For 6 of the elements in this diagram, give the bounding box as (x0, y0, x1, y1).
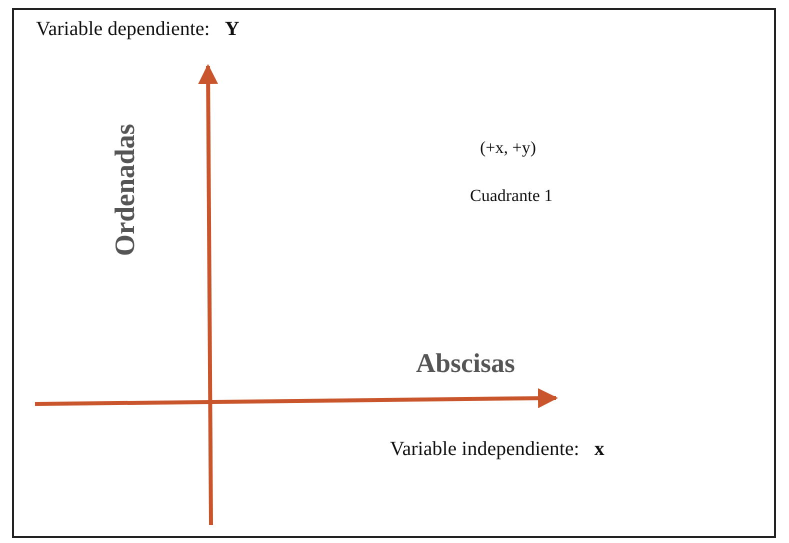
axis-title: Abscisas (416, 348, 516, 379)
axis-caption: Variable dependiente: Y (36, 18, 240, 41)
axis-caption: Variable independiente: x (390, 438, 604, 461)
quadrant-label: Cuadrante 1 (470, 186, 553, 206)
coordinate-sign-text: (+x, +y) (480, 138, 536, 158)
axis-title: Ordenadas (110, 124, 142, 256)
